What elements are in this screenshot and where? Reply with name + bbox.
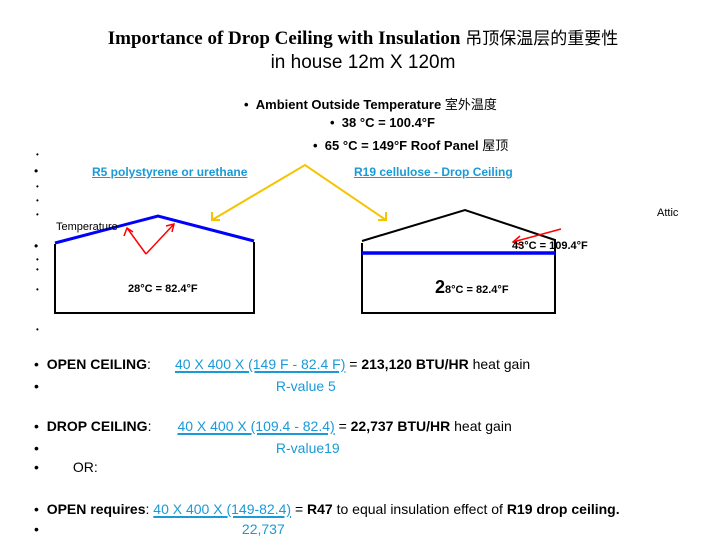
or-row: •OR: xyxy=(34,459,98,475)
attic-label: Attic xyxy=(657,207,679,219)
right-house-outline xyxy=(361,208,556,314)
ambient-line-2: • 65 °C = 149°F Roof Panel 屋顶 xyxy=(313,138,509,153)
slide-subtitle: in house 12m X 120m xyxy=(270,52,456,73)
slide-title: Importance of Drop Ceiling with Insulati… xyxy=(0,24,726,50)
open-r-value-row: •R-value 5 xyxy=(34,378,336,394)
right-inside-temp: 28°C = 82.4°F xyxy=(435,277,509,297)
yellow-arrowhead-left xyxy=(211,212,220,221)
r5-insulation-link[interactable]: R5 polystyrene or urethane xyxy=(92,165,248,179)
red-arrow-left xyxy=(126,227,147,255)
red-arrow-attic xyxy=(512,228,562,243)
bullet: • xyxy=(36,325,39,334)
bullet: • xyxy=(34,164,39,178)
bullet: • xyxy=(36,150,39,159)
title-cn: 吊顶保温层的重要性 xyxy=(465,29,619,49)
bullet: • xyxy=(36,285,39,294)
ambient-heading: • Ambient Outside Temperature 室外温度 xyxy=(244,97,497,112)
open-requires-row: • OPEN requires: 40 X 400 X (149-82.4) =… xyxy=(34,501,620,517)
open-requires-denominator-row: •22,737 xyxy=(34,521,285,537)
attic-temp: 43°C = 109.4°F xyxy=(512,240,588,252)
open-ceiling-row: • OPEN CEILING:40 X 400 X (149 F - 82.4 … xyxy=(34,356,531,372)
drop-r-value-row: •R-value19 xyxy=(34,440,340,456)
title-en: Importance of Drop Ceiling with Insulati… xyxy=(107,28,461,49)
bullet: • xyxy=(36,182,39,191)
ambient-line-1: • 38 °C = 100.4°F xyxy=(330,115,435,130)
left-roof-insulation xyxy=(54,214,255,245)
bullet: • xyxy=(34,239,39,253)
r19-insulation-link[interactable]: R19 cellulose - Drop Ceiling xyxy=(354,165,513,179)
drop-ceiling-row: • DROP CEILING:40 X 400 X (109.4 - 82.4)… xyxy=(34,418,512,434)
bullet: • xyxy=(36,255,39,264)
bullet: • xyxy=(36,196,39,205)
yellow-arrow xyxy=(211,163,387,221)
temperature-label: Temperature xyxy=(56,221,118,233)
bullet: • xyxy=(36,210,39,219)
left-house-walls xyxy=(54,242,255,314)
red-arrow-right xyxy=(145,223,175,255)
bullet: • xyxy=(36,265,39,274)
yellow-arrowhead-right xyxy=(378,212,387,221)
left-inside-temp: 28°C = 82.4°F xyxy=(128,283,198,295)
